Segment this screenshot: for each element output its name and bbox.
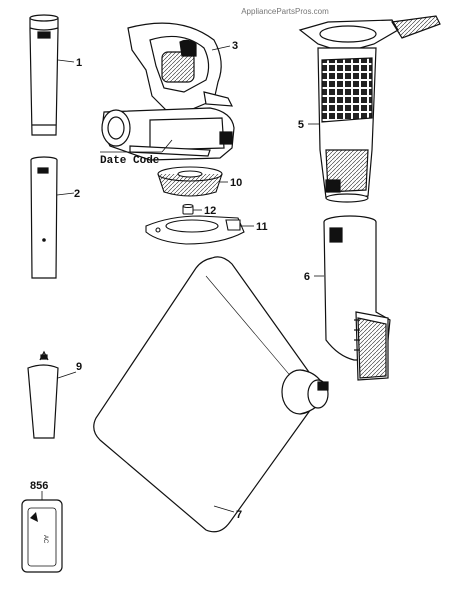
part-label-12: 12 — [204, 205, 216, 217]
part-1-motor-housing — [101, 22, 235, 161]
part-12-nut — [182, 204, 194, 215]
leader-7 — [56, 192, 75, 196]
part-label-6: 1 — [76, 57, 82, 69]
part-label-5: 7 — [236, 509, 242, 521]
watermark-text: AppliancePartsPros.com — [241, 7, 329, 16]
part-7-middle-tube — [30, 156, 58, 279]
part-856-label-package: AC — [21, 499, 63, 573]
part-5-collection-bag — [93, 256, 329, 533]
leader-1 — [211, 45, 231, 51]
part-11-base-plate — [145, 215, 245, 245]
part-label-9: 9 — [76, 361, 82, 373]
part-3-collection-tube — [323, 215, 391, 381]
part-10-impeller — [157, 166, 223, 197]
date-code-leader — [161, 139, 173, 153]
package-text: AC — [42, 535, 48, 544]
part-label-3: 6 — [304, 271, 310, 283]
part-label-2: 5 — [298, 119, 304, 131]
part-6-upper-tube — [29, 14, 59, 136]
leader-9 — [57, 371, 77, 379]
bag-collar — [281, 369, 329, 415]
part-label-7: 2 — [74, 188, 80, 200]
part-label-856: 856 — [30, 480, 48, 492]
leader-6 — [57, 59, 75, 63]
part-label-10: 10 — [230, 177, 242, 189]
part-2-housing — [298, 15, 441, 203]
part-9-nozzle — [27, 350, 59, 439]
date-code-label: Date Code — [100, 155, 160, 167]
part-label-1: 3 — [232, 40, 238, 52]
part-label-11: 11 — [256, 221, 268, 233]
leader-5 — [213, 505, 235, 513]
